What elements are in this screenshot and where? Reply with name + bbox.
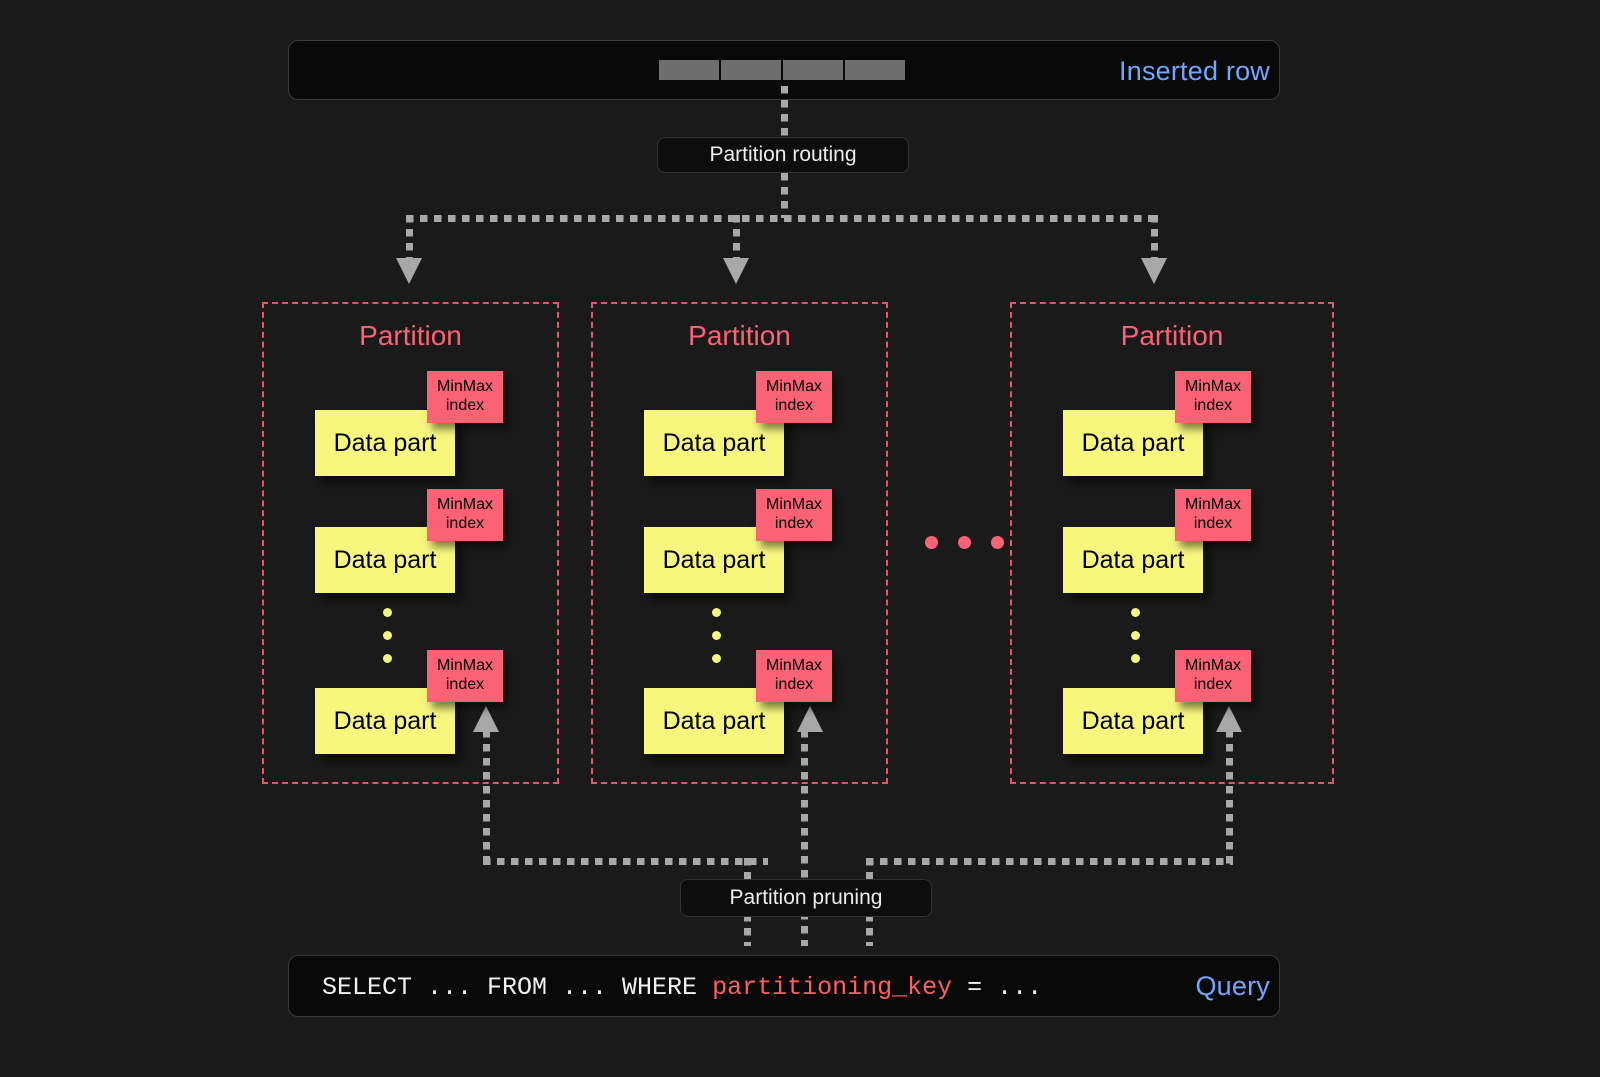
arrow-into-partition-2 xyxy=(723,258,749,284)
arrow-into-data-part-1-3 xyxy=(473,706,499,732)
connector-bus-to-partition-2 xyxy=(733,215,740,259)
query-text: SELECT ... FROM ... WHERE partitioning_k… xyxy=(322,973,1042,1002)
data-part-1-1: Data part xyxy=(315,410,455,476)
query-bar xyxy=(288,955,1280,1017)
inserted-row-cell xyxy=(721,60,781,80)
arrow-into-data-part-3-3 xyxy=(1216,706,1242,732)
partition-ellipsis xyxy=(925,536,1004,549)
connector-routing-to-bus xyxy=(781,173,788,218)
arrow-into-partition-1 xyxy=(396,258,422,284)
data-part-3-2: Data part xyxy=(1063,527,1203,593)
partition-pruning-label: Partition pruning xyxy=(680,879,932,917)
query-suffix: = ... xyxy=(952,973,1043,1002)
query-prefix: SELECT ... FROM ... WHERE xyxy=(322,973,713,1002)
data-part-3-3: Data part xyxy=(1063,688,1203,754)
data-part-ellipsis-2 xyxy=(712,608,721,677)
routing-bus-horizontal xyxy=(406,215,1158,222)
partition-title: Partition xyxy=(688,320,791,351)
connector-pruning-to-partition-1 xyxy=(483,730,490,864)
partition-title: Partition xyxy=(1120,320,1224,351)
inserted-row-cell xyxy=(845,60,905,80)
inserted-row-cells xyxy=(659,60,905,80)
connector-bus-to-partition-3 xyxy=(1151,215,1158,259)
inserted-row-label: Inserted row xyxy=(1119,56,1270,86)
connector-inserted-row-to-routing xyxy=(781,86,788,138)
partition-title: Partition xyxy=(359,320,462,351)
inserted-row-cell xyxy=(659,60,719,80)
arrow-into-data-part-2-3 xyxy=(797,706,823,732)
partition-box-1: Partition xyxy=(262,302,559,784)
connector-pruning-bus-right xyxy=(866,858,1233,865)
connector-pruning-to-partition-3 xyxy=(1226,730,1233,864)
query-keyword: partitioning_key xyxy=(712,973,953,1002)
connector-pruning-to-partition-2 xyxy=(801,730,808,946)
partition-box-3: Partition xyxy=(1010,302,1334,784)
query-label: Query xyxy=(1195,971,1270,1001)
arrow-into-partition-3 xyxy=(1141,258,1167,284)
inserted-row-cell xyxy=(783,60,843,80)
partition-routing-label: Partition routing xyxy=(657,137,909,173)
connector-bus-to-partition-1 xyxy=(406,215,413,259)
data-part-ellipsis-1 xyxy=(383,608,392,677)
connector-pruning-bus-left xyxy=(483,858,768,865)
partition-box-2: Partition xyxy=(591,302,888,784)
data-part-ellipsis-3 xyxy=(1131,608,1140,677)
